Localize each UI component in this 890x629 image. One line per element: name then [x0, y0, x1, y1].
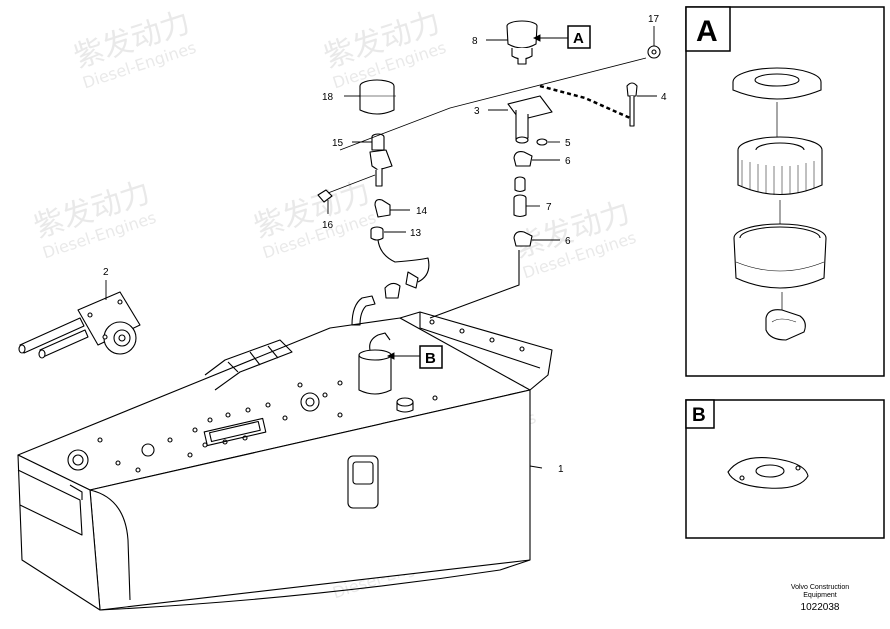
callout-3: 3: [474, 106, 480, 117]
drawing-footer: Volvo Construction Equipment 1022038: [791, 584, 849, 613]
callout-6b: 6: [565, 236, 571, 247]
callout-1: 1: [558, 464, 564, 475]
fuel-tank-drawing: [17, 295, 553, 611]
callout-15: 15: [332, 138, 344, 149]
detail-panel-a-title: A: [696, 15, 718, 48]
detail-panel-a: A: [685, 6, 885, 377]
callout-8: 8: [472, 36, 478, 47]
callout-6a: 6: [565, 156, 571, 167]
filler-assembly-drawing: [339, 20, 661, 319]
detail-panel-b-title: B: [692, 405, 706, 426]
part-2-drawing: [18, 291, 141, 359]
detail-tag-b[interactable]: B: [419, 345, 443, 369]
callout-13: 13: [410, 228, 422, 239]
callout-7: 7: [546, 202, 552, 213]
footer-company-line2: Equipment: [803, 592, 837, 599]
footer-drawing-number: 1022038: [801, 602, 840, 613]
callout-5: 5: [565, 138, 571, 149]
callout-16: 16: [322, 220, 334, 231]
detail-tag-b-label: B: [425, 350, 436, 367]
footer-company-line1: Volvo Construction: [791, 584, 849, 591]
callout-14: 14: [416, 206, 428, 217]
callout-17: 17: [648, 14, 660, 25]
callout-2: 2: [103, 267, 109, 278]
detail-tag-a[interactable]: A: [567, 25, 591, 49]
detail-tag-a-label: A: [573, 30, 584, 47]
breather-assembly-drawing: [317, 79, 430, 299]
detail-panel-b: B: [685, 399, 885, 539]
callout-4: 4: [661, 92, 667, 103]
callout-18: 18: [322, 92, 334, 103]
